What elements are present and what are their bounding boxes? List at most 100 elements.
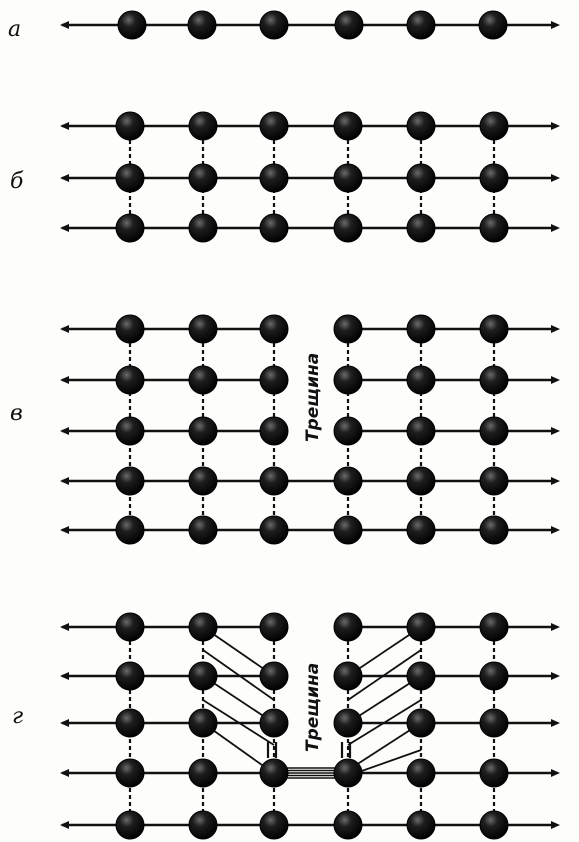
crack-label-g: Трещина: [303, 663, 323, 752]
atom: [188, 416, 218, 446]
atom: [333, 163, 363, 193]
atom: [478, 10, 508, 40]
atom: [479, 163, 509, 193]
atom: [479, 416, 509, 446]
atom: [406, 416, 436, 446]
atom: [333, 365, 363, 395]
atom: [259, 466, 289, 496]
atom: [117, 10, 147, 40]
atom: [188, 810, 218, 840]
atom: [115, 213, 145, 243]
atom: [115, 515, 145, 545]
atom: [188, 213, 218, 243]
atom: [333, 758, 363, 788]
arrow-right: [551, 21, 560, 29]
atom: [259, 111, 289, 141]
atom: [259, 758, 289, 788]
crack-label-v: Трещина: [303, 353, 323, 442]
atom: [333, 612, 363, 642]
atom: [406, 213, 436, 243]
atom: [479, 365, 509, 395]
atom: [334, 10, 364, 40]
atom: [188, 466, 218, 496]
atom: [406, 466, 436, 496]
atom: [187, 10, 217, 40]
atom: [188, 758, 218, 788]
arrow-right: [551, 224, 560, 232]
diagonal-bond: [347, 626, 422, 677]
atom: [259, 810, 289, 840]
arrow-right: [551, 122, 560, 130]
atom: [406, 708, 436, 738]
atom: [259, 708, 289, 738]
atom: [188, 661, 218, 691]
atom: [479, 213, 509, 243]
atom: [115, 111, 145, 141]
atom: [115, 661, 145, 691]
atom: [333, 111, 363, 141]
atom: [333, 810, 363, 840]
atom: [406, 810, 436, 840]
atom: [333, 314, 363, 344]
atom: [479, 466, 509, 496]
panel-label-v: в: [10, 401, 23, 426]
atom: [259, 612, 289, 642]
atom: [259, 416, 289, 446]
atom: [333, 466, 363, 496]
atom: [115, 466, 145, 496]
atom: [406, 163, 436, 193]
atom: [115, 365, 145, 395]
atom: [479, 661, 509, 691]
atom: [188, 365, 218, 395]
atom: [188, 612, 218, 642]
diagonal-bond: [202, 699, 275, 746]
atom: [479, 515, 509, 545]
atom: [259, 661, 289, 691]
atom: [406, 661, 436, 691]
atom: [406, 365, 436, 395]
atom: [188, 708, 218, 738]
atom: [188, 515, 218, 545]
arrow-left: [60, 224, 69, 232]
panel-label-a: а: [8, 17, 21, 42]
atom: [115, 416, 145, 446]
atom: [115, 163, 145, 193]
atom: [259, 10, 289, 40]
arrow-left: [60, 122, 69, 130]
atom: [406, 758, 436, 788]
diagonal-bond: [347, 649, 422, 701]
atom: [115, 612, 145, 642]
diagonal-bond: [202, 649, 275, 701]
atom: [115, 758, 145, 788]
arrow-left: [60, 174, 69, 182]
diagonal-bond: [355, 749, 422, 774]
atom: [188, 314, 218, 344]
atom: [259, 314, 289, 344]
atom: [333, 416, 363, 446]
atom: [479, 111, 509, 141]
atom: [259, 365, 289, 395]
panel-label-b: б: [10, 169, 24, 194]
atom: [406, 10, 436, 40]
atom: [259, 213, 289, 243]
atom: [479, 810, 509, 840]
atom: [333, 661, 363, 691]
atom: [406, 515, 436, 545]
atom: [115, 708, 145, 738]
atom: [333, 708, 363, 738]
arrow-left: [60, 21, 69, 29]
lattice-layer: [60, 10, 560, 840]
atom: [333, 213, 363, 243]
atom: [479, 758, 509, 788]
arrow-right: [551, 174, 560, 182]
atom: [259, 163, 289, 193]
atom: [188, 111, 218, 141]
diagonal-bond: [347, 699, 422, 746]
atom: [406, 612, 436, 642]
atom: [406, 111, 436, 141]
atom: [479, 314, 509, 344]
atom: [259, 515, 289, 545]
atom: [479, 612, 509, 642]
